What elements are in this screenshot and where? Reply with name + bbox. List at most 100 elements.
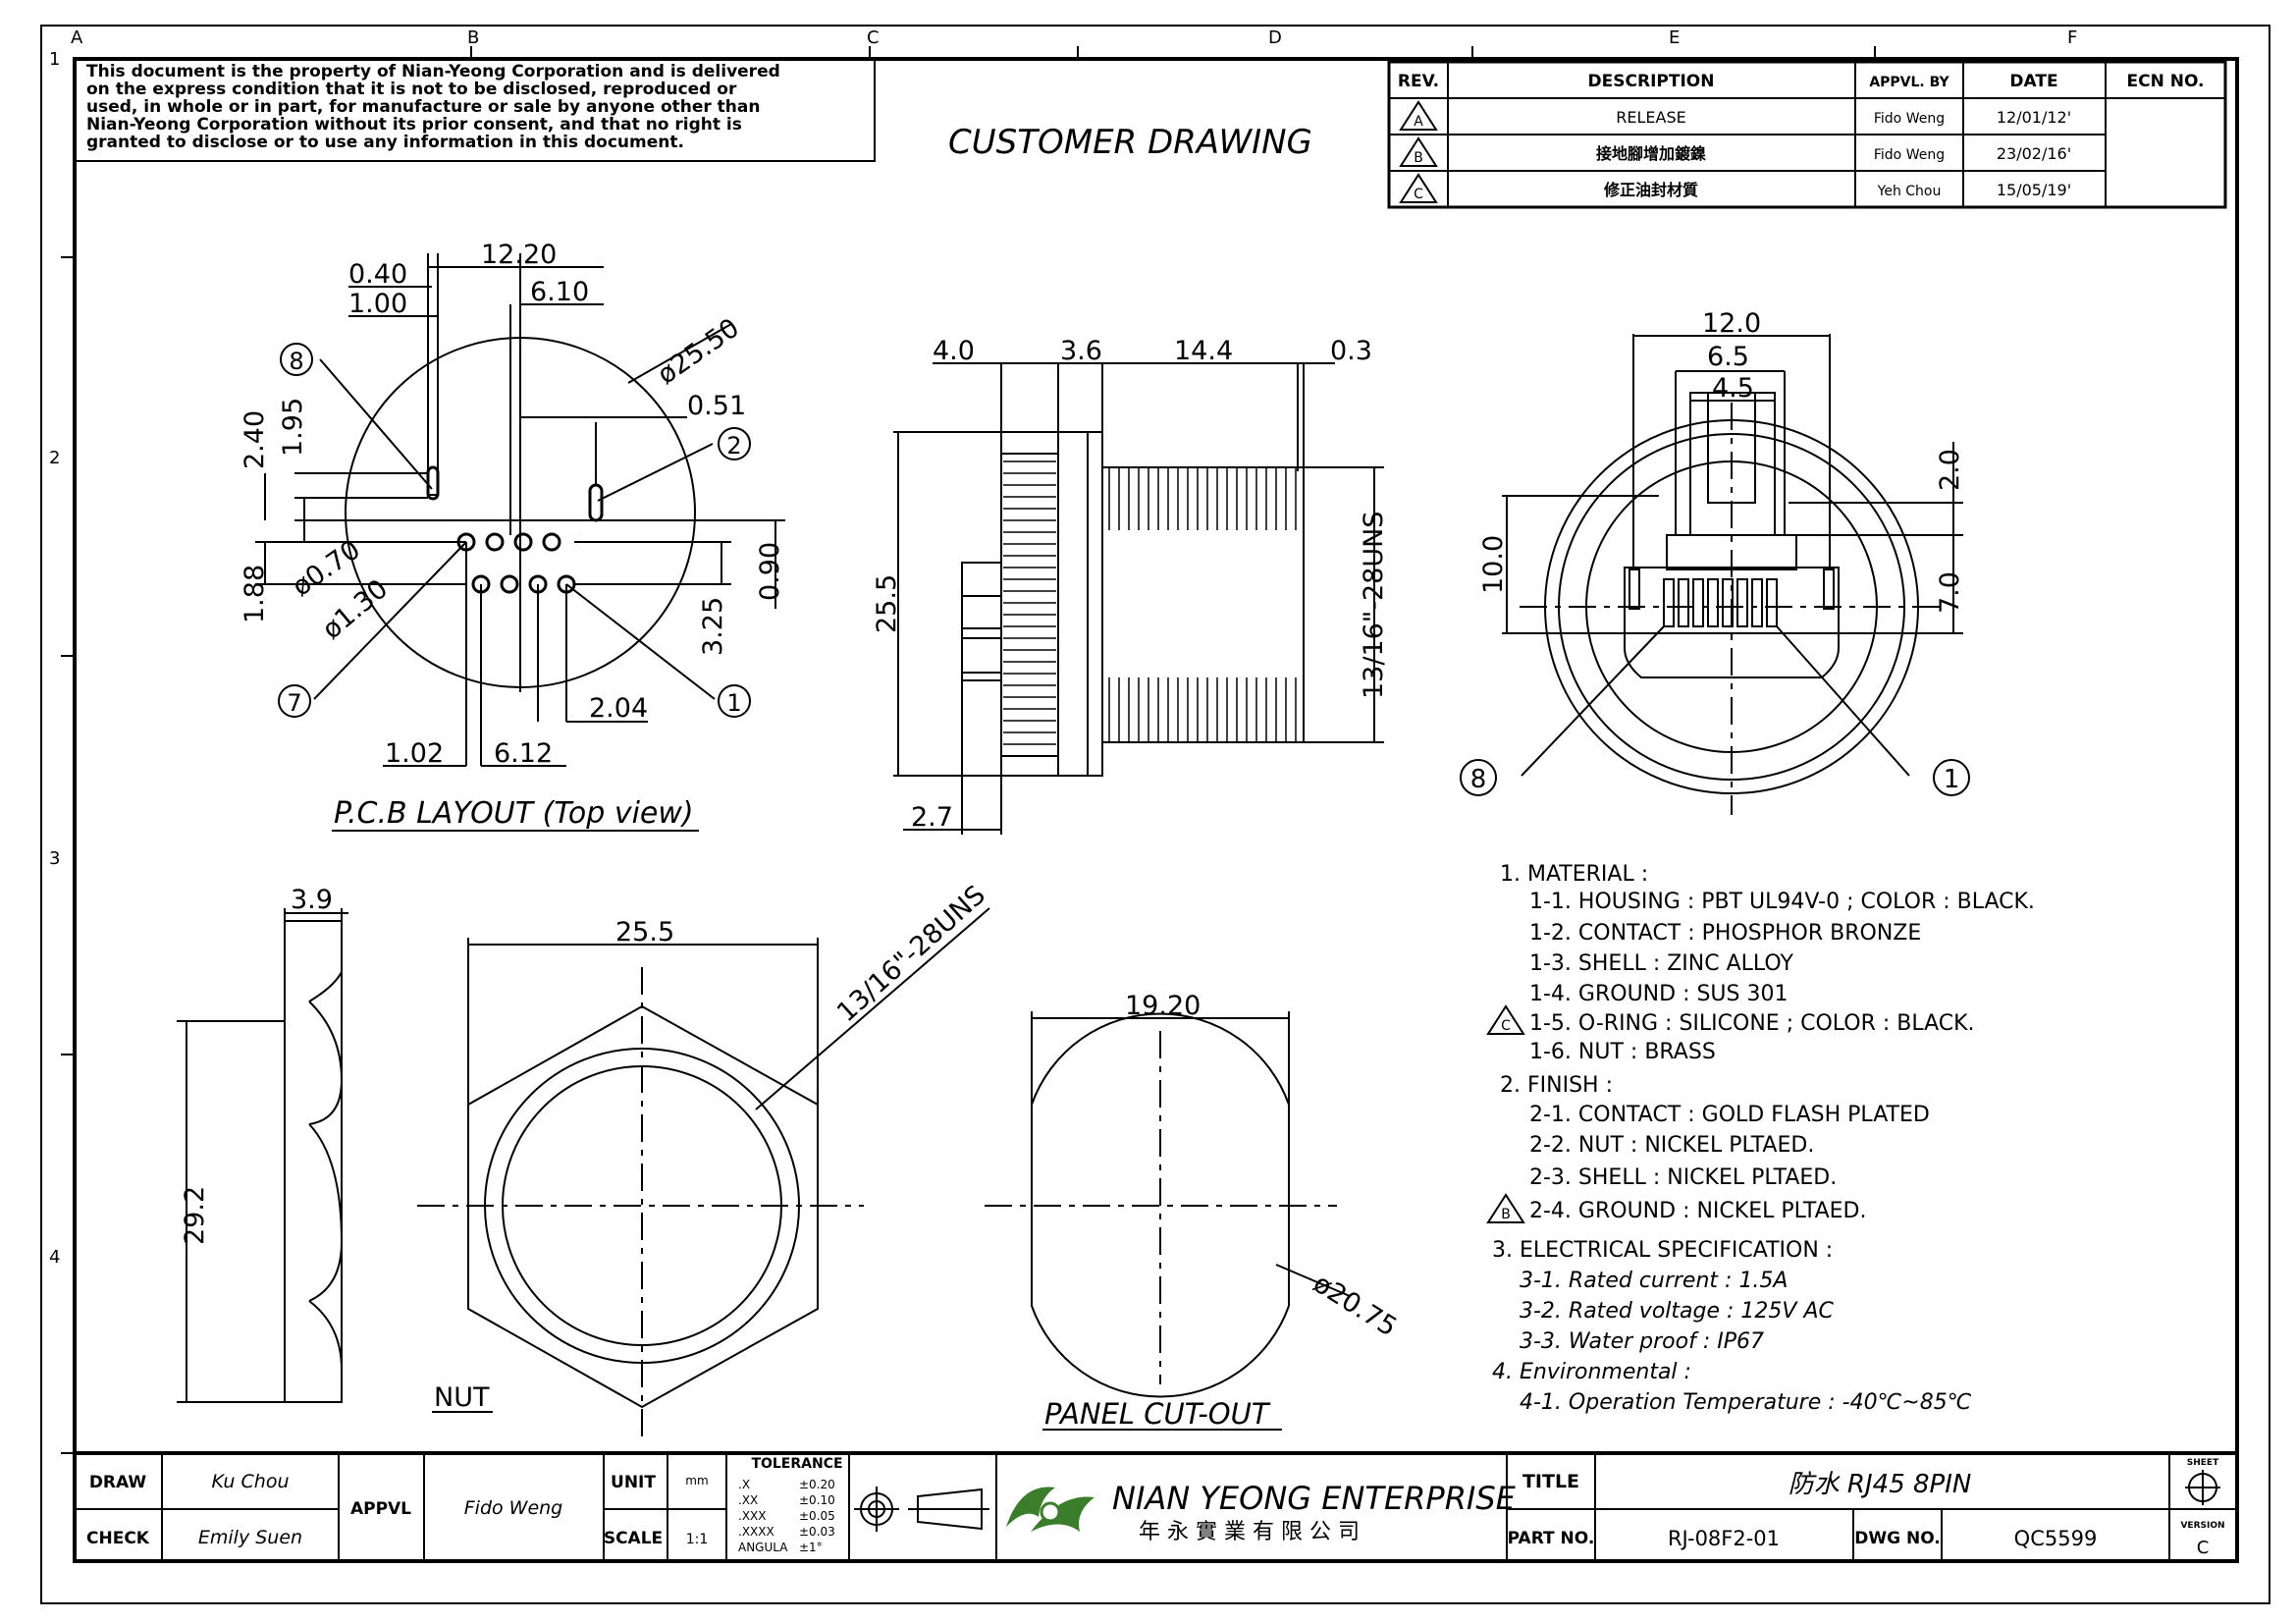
dim-29-2: 29.2: [180, 1186, 210, 1245]
dim-0-40: 0.40: [348, 259, 407, 290]
dim-1-00: 1.00: [348, 289, 407, 319]
partno-label: PART NO.: [1508, 1529, 1595, 1548]
callout-pin-7: 7: [278, 684, 311, 718]
note-line: 2-1. CONTACT : GOLD FLASH PLATED: [1529, 1103, 1930, 1127]
note-line: 2-3. SHELL : NICKEL PLTAED.: [1529, 1165, 1837, 1190]
nut-label: NUT: [434, 1382, 490, 1413]
dim-7-0: 7.0: [1935, 571, 1965, 614]
tolerance-key: ANGULA: [738, 1541, 788, 1554]
appvl-label: APPVL: [350, 1499, 411, 1519]
callout-pin-1: 1: [718, 684, 751, 718]
svg-text:1: 1: [726, 689, 741, 717]
company-name-en: NIAN YEONG ENTERPRISE: [1112, 1480, 1517, 1517]
tolerance-value: ±0.20: [799, 1478, 835, 1491]
zone-row-2: 2: [49, 448, 60, 468]
rev-c-description: 修正油封材質: [1603, 181, 1698, 199]
zone-row-4: 4: [49, 1247, 60, 1268]
rev-a-by: Fido Weng: [1874, 111, 1945, 127]
notice-line: on the express condition that it is not …: [86, 80, 737, 99]
rev-triangle-c: C: [1399, 173, 1438, 203]
rev-c-date: 15/05/19': [1997, 181, 2071, 199]
dim-1-02: 1.02: [385, 738, 444, 769]
zone-labels: A B C D E F 1 2 3 4: [49, 27, 2077, 1268]
unit-label: UNIT: [611, 1473, 656, 1492]
rev-marker-c: C: [1486, 1004, 1525, 1035]
note-line: 2. FINISH :: [1500, 1073, 1613, 1098]
inner-border: [73, 57, 2239, 1563]
spec-notes: 1. MATERIAL : 1-1. HOUSING : PBT UL94V-0…: [1486, 862, 2035, 1415]
zone-ticks: [61, 46, 1876, 1454]
ecn-header: ECN NO.: [2127, 72, 2205, 91]
svg-text:A: A: [1414, 114, 1423, 130]
dim-0-3: 0.3: [1330, 336, 1372, 366]
zone-col-d: D: [1268, 27, 1282, 48]
dim-2-40: 2.40: [240, 410, 270, 469]
dim-25-5-nut: 25.5: [615, 917, 674, 947]
callout-pin-2: 2: [718, 427, 751, 460]
dim-3-6: 3.6: [1060, 336, 1102, 366]
note-line: 1-3. SHELL : ZINC ALLOY: [1529, 951, 1794, 976]
dim-1-88: 1.88: [240, 565, 270, 623]
notice-box: [74, 58, 876, 162]
svg-text:C: C: [1501, 1018, 1511, 1034]
note-line: 2-4. GROUND : NICKEL PLTAED.: [1529, 1199, 1866, 1223]
dim-20-75: ø20.75: [1308, 1269, 1402, 1343]
draw-label: DRAW: [89, 1473, 147, 1492]
rev-b-by: Fido Weng: [1874, 147, 1945, 163]
rev-b-description: 接地腳增加鍍鎳: [1596, 144, 1706, 163]
dim-2-7: 2.7: [911, 802, 953, 833]
zone-col-b: B: [467, 27, 479, 48]
note-line: 1-4. GROUND : SUS 301: [1529, 982, 1788, 1006]
title-label: TITLE: [1522, 1471, 1579, 1492]
svg-text:1: 1: [1944, 765, 1960, 794]
note-line: 3-1. Rated current : 1.5A: [1520, 1269, 1788, 1293]
partno-value: RJ-08F2-01: [1668, 1527, 1780, 1550]
front-callout-pin-1: 1: [1933, 759, 1970, 796]
appvl-by-header: APPVL. BY: [1869, 75, 1949, 90]
rev-marker-b: B: [1486, 1193, 1525, 1223]
pcb-pin: [542, 532, 561, 552]
dim-10-0: 10.0: [1478, 535, 1509, 594]
rev-triangle-b: B: [1399, 136, 1438, 167]
dim-6-5: 6.5: [1707, 342, 1749, 372]
note-line: 2-2. NUT : NICKEL PLTAED.: [1529, 1133, 1814, 1158]
note-line: 4-1. Operation Temperature : -40℃~85℃: [1520, 1390, 1972, 1415]
zone-row-1: 1: [49, 49, 60, 70]
dim-2-0: 2.0: [1935, 449, 1965, 491]
tolerance-value: ±0.10: [799, 1493, 835, 1507]
dim-0-90: 0.90: [755, 542, 785, 601]
tolerance-title: TOLERANCE: [751, 1456, 842, 1472]
dwgno-label: DWG NO.: [1854, 1529, 1941, 1548]
scale-label: SCALE: [604, 1529, 663, 1548]
panel-cutout-view: 19.20 ø20.75 PANEL CUT-OUT: [985, 991, 1402, 1431]
pcb-pin: [500, 574, 519, 594]
dim-2-04: 2.04: [589, 693, 648, 724]
dim-thread-side: 13/16"-28UNS: [1359, 512, 1389, 699]
dim-3-9: 3.9: [291, 885, 333, 915]
note-line: 3-3. Water proof : IP67: [1520, 1329, 1764, 1354]
dim-6-10: 6.10: [530, 277, 589, 307]
ground-slot-left: [427, 266, 439, 496]
note-line: 1-6. NUT : BRASS: [1529, 1040, 1716, 1064]
note-line: 1-1. HOUSING : PBT UL94V-0 ; COLOR : BLA…: [1529, 890, 2035, 914]
dim-19-20: 19.20: [1125, 991, 1201, 1021]
note-line: 3-2. Rated voltage : 125V AC: [1520, 1299, 1834, 1324]
notice-line: Nian-Yeong Corporation without its prior…: [86, 115, 742, 135]
nut-side-view: 3.9 29.2: [177, 885, 348, 1403]
rev-b-date: 23/02/16': [1997, 144, 2071, 163]
rev-c-by: Yeh Chou: [1877, 184, 1942, 199]
dim-25-5-side: 25.5: [872, 574, 902, 633]
tolerance-value: ±1°: [799, 1541, 823, 1554]
draw-name: Ku Chou: [211, 1471, 289, 1492]
pcb-pin: [513, 532, 533, 552]
tolerance-key: .XX: [738, 1493, 758, 1507]
svg-text:8: 8: [1470, 765, 1487, 794]
description-header: DESCRIPTION: [1588, 72, 1715, 91]
tolerance-value: ±0.03: [799, 1525, 835, 1539]
tolerance-key: .XXXX: [738, 1525, 774, 1539]
panel-cutout-label: PANEL CUT-OUT: [1044, 1397, 1271, 1431]
note-line: 1. MATERIAL :: [1500, 862, 1648, 887]
company-logo-icon: [1006, 1487, 1095, 1532]
pcb-pin: [485, 532, 505, 552]
